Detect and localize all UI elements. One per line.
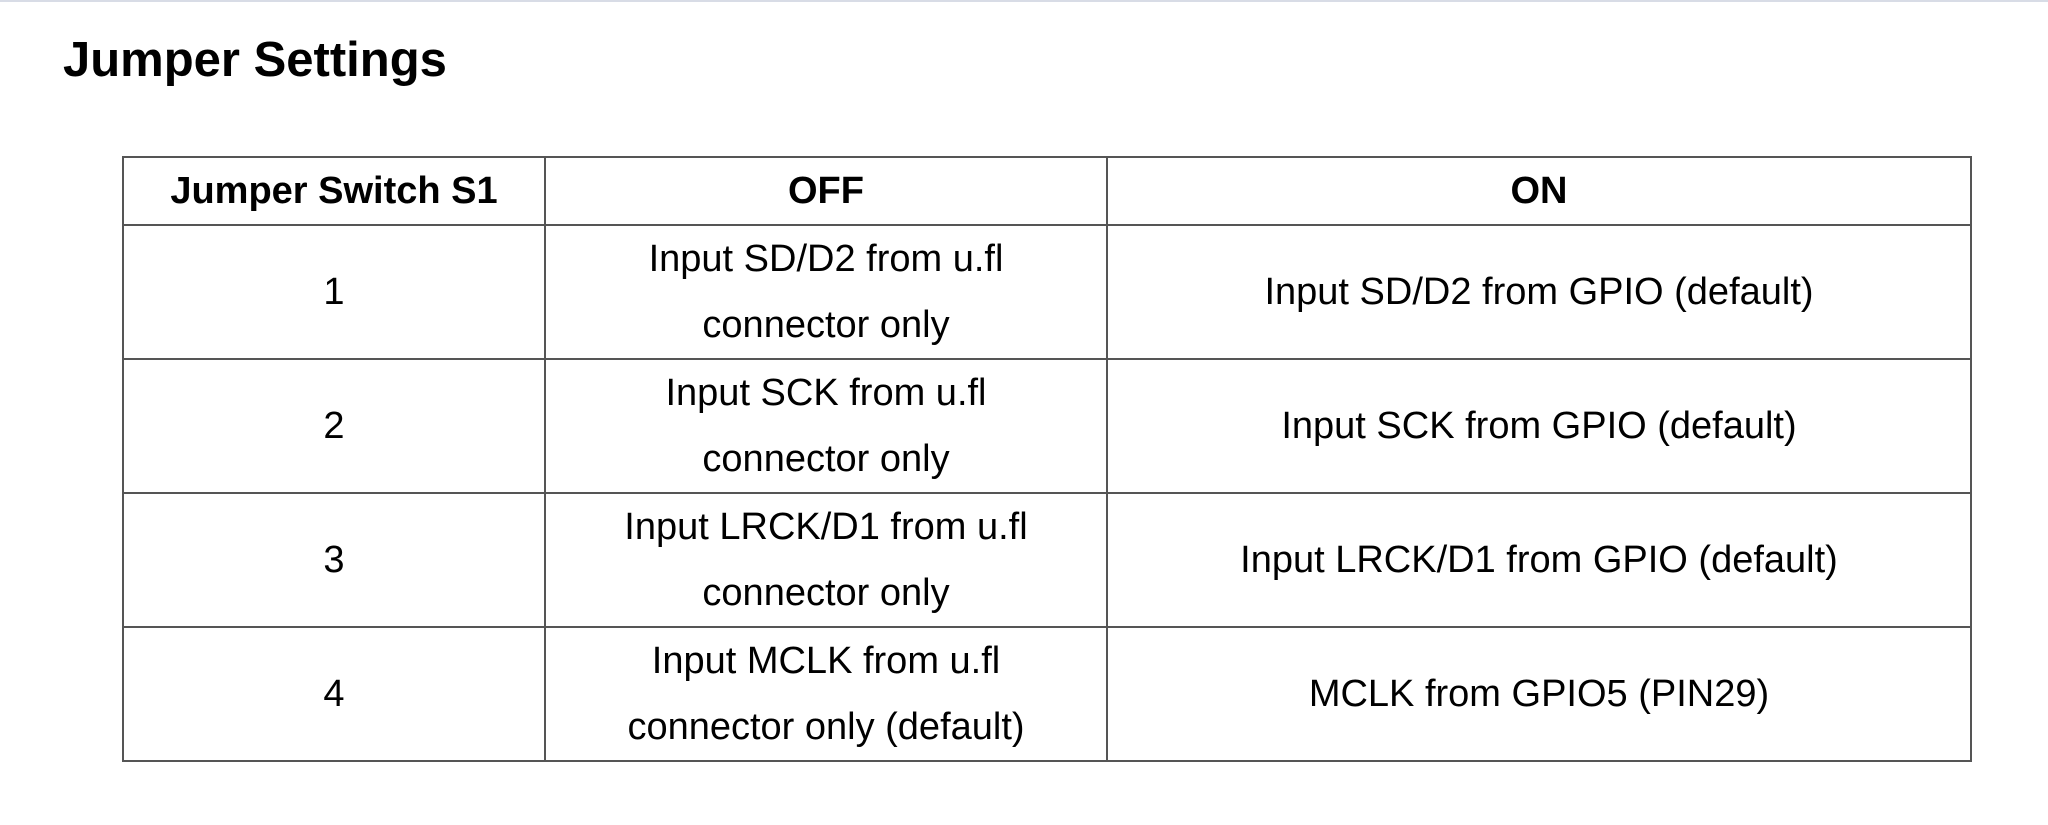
off-setting-cell: Input LRCK/D1 from u.fl connector only (544, 492, 1108, 628)
switch-number-cell: 1 (122, 224, 546, 360)
table-row: 4 Input MCLK from u.fl connector only (d… (122, 626, 1972, 762)
header-jumper-switch: Jumper Switch S1 (122, 156, 546, 226)
table-header-row: Jumper Switch S1 OFF ON (122, 156, 1972, 226)
jumper-settings-table: Jumper Switch S1 OFF ON 1 Input SD/D2 fr… (122, 156, 1972, 762)
header-off: OFF (544, 156, 1108, 226)
on-setting-cell: Input LRCK/D1 from GPIO (default) (1106, 492, 1972, 628)
off-setting-text: Input SD/D2 from u.fl connector only (648, 238, 1004, 346)
off-setting-text: Input LRCK/D1 from u.fl connector only (624, 506, 1028, 614)
on-setting-cell: MCLK from GPIO5 (PIN29) (1106, 626, 1972, 762)
page-title: Jumper Settings (63, 33, 447, 87)
on-setting-cell: Input SD/D2 from GPIO (default) (1106, 224, 1972, 360)
off-setting-cell: Input MCLK from u.fl connector only (def… (544, 626, 1108, 762)
top-divider (0, 0, 2048, 2)
off-setting-cell: Input SCK from u.fl connector only (544, 358, 1108, 494)
off-setting-text: Input SCK from u.fl connector only (665, 372, 987, 480)
table-row: 2 Input SCK from u.fl connector only Inp… (122, 358, 1972, 494)
table-row: 1 Input SD/D2 from u.fl connector only I… (122, 224, 1972, 360)
switch-number-cell: 3 (122, 492, 546, 628)
off-setting-text: Input MCLK from u.fl connector only (def… (627, 640, 1025, 748)
table-row: 3 Input LRCK/D1 from u.fl connector only… (122, 492, 1972, 628)
on-setting-cell: Input SCK from GPIO (default) (1106, 358, 1972, 494)
header-on: ON (1106, 156, 1972, 226)
switch-number-cell: 4 (122, 626, 546, 762)
off-setting-cell: Input SD/D2 from u.fl connector only (544, 224, 1108, 360)
switch-number-cell: 2 (122, 358, 546, 494)
